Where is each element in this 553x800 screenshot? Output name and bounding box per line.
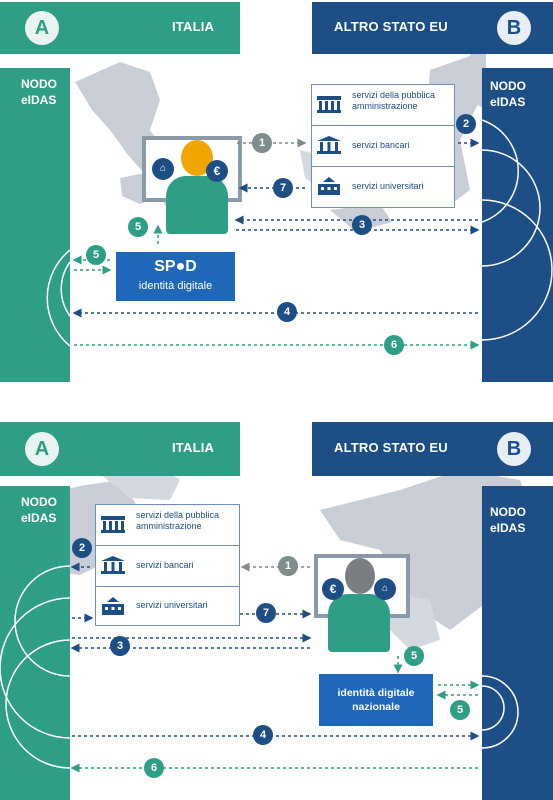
service-banking[interactable]: servizi bancari xyxy=(312,126,454,167)
country-b-title: ALTRO STATO EU xyxy=(334,19,448,34)
country-b-letter: B xyxy=(497,11,531,45)
bank-icon xyxy=(317,136,341,154)
step-7-badge: 7 xyxy=(273,178,293,198)
services-box-2: servizi della pubblica amministrazione s… xyxy=(95,504,240,626)
eidas-node-a-label: NODO eIDAS xyxy=(21,77,57,107)
user-head-2 xyxy=(345,558,375,594)
service-public-administration-2[interactable]: servizi della pubblica amministrazione xyxy=(96,505,239,546)
university-icon xyxy=(102,597,124,615)
eidas-node-b-2 xyxy=(482,486,553,800)
spid-logo: SP●D xyxy=(154,258,197,275)
bank-icon xyxy=(101,556,125,574)
eidas-node-a-2 xyxy=(0,486,70,800)
step-7-badge-2: 7 xyxy=(256,603,276,623)
country-a-letter-2: A xyxy=(25,432,59,466)
step-6-badge-2: 6 xyxy=(144,758,164,778)
step-6-badge: 6 xyxy=(384,335,404,355)
university-icon xyxy=(318,177,340,195)
step-5-badge-user: 5 xyxy=(128,217,148,237)
user-body-2 xyxy=(328,594,390,652)
eidas-node-a xyxy=(0,68,70,382)
step-3-badge: 3 xyxy=(352,215,372,235)
services-box: servizi della pubblica amministrazione s… xyxy=(311,84,455,208)
service-university-2[interactable]: servizi universitari xyxy=(96,587,239,625)
national-identity-label: identità digitale nazionale xyxy=(337,687,415,713)
government-building-icon xyxy=(101,516,125,533)
step-2-badge-2: 2 xyxy=(72,538,92,558)
step-2-badge: 2 xyxy=(456,114,476,134)
euro-icon: € xyxy=(322,578,344,600)
step-4-badge: 4 xyxy=(277,302,297,322)
spid-label: identità digitale xyxy=(138,280,213,292)
country-a-title-2: ITALIA xyxy=(172,440,215,455)
spid-identity-box[interactable]: SP●D identità digitale xyxy=(116,252,235,301)
national-identity-box[interactable]: identità digitale nazionale xyxy=(319,674,433,726)
country-b-letter-2: B xyxy=(497,432,531,466)
government-building-icon xyxy=(317,96,341,113)
eidas-node-b-label: NODO eIDAS xyxy=(490,79,526,109)
country-b-title-2: ALTRO STATO EU xyxy=(334,440,448,455)
step-3-badge-2: 3 xyxy=(110,636,130,656)
step-5-badge-node: 5 xyxy=(86,245,106,265)
building-icon: ⌂ xyxy=(152,158,174,180)
step-5-badge-user-2: 5 xyxy=(404,646,424,666)
country-a-title: ITALIA xyxy=(172,19,215,34)
euro-icon: € xyxy=(206,160,228,182)
user-body xyxy=(166,176,228,234)
step-5-badge-node-2: 5 xyxy=(450,700,470,720)
eidas-node-a-label-2: NODO eIDAS xyxy=(21,495,57,525)
service-university[interactable]: servizi universitari xyxy=(312,167,454,207)
step-1-badge: 1 xyxy=(252,133,272,153)
eidas-node-b-label-2: NODO eIDAS xyxy=(490,505,526,535)
service-public-administration[interactable]: servizi della pubblica amministrazione xyxy=(312,85,454,126)
country-a-letter: A xyxy=(25,11,59,45)
step-4-badge-2: 4 xyxy=(253,725,273,745)
step-1-badge-2: 1 xyxy=(278,556,298,576)
building-icon: ⌂ xyxy=(374,578,396,600)
service-banking-2[interactable]: servizi bancari xyxy=(96,546,239,587)
